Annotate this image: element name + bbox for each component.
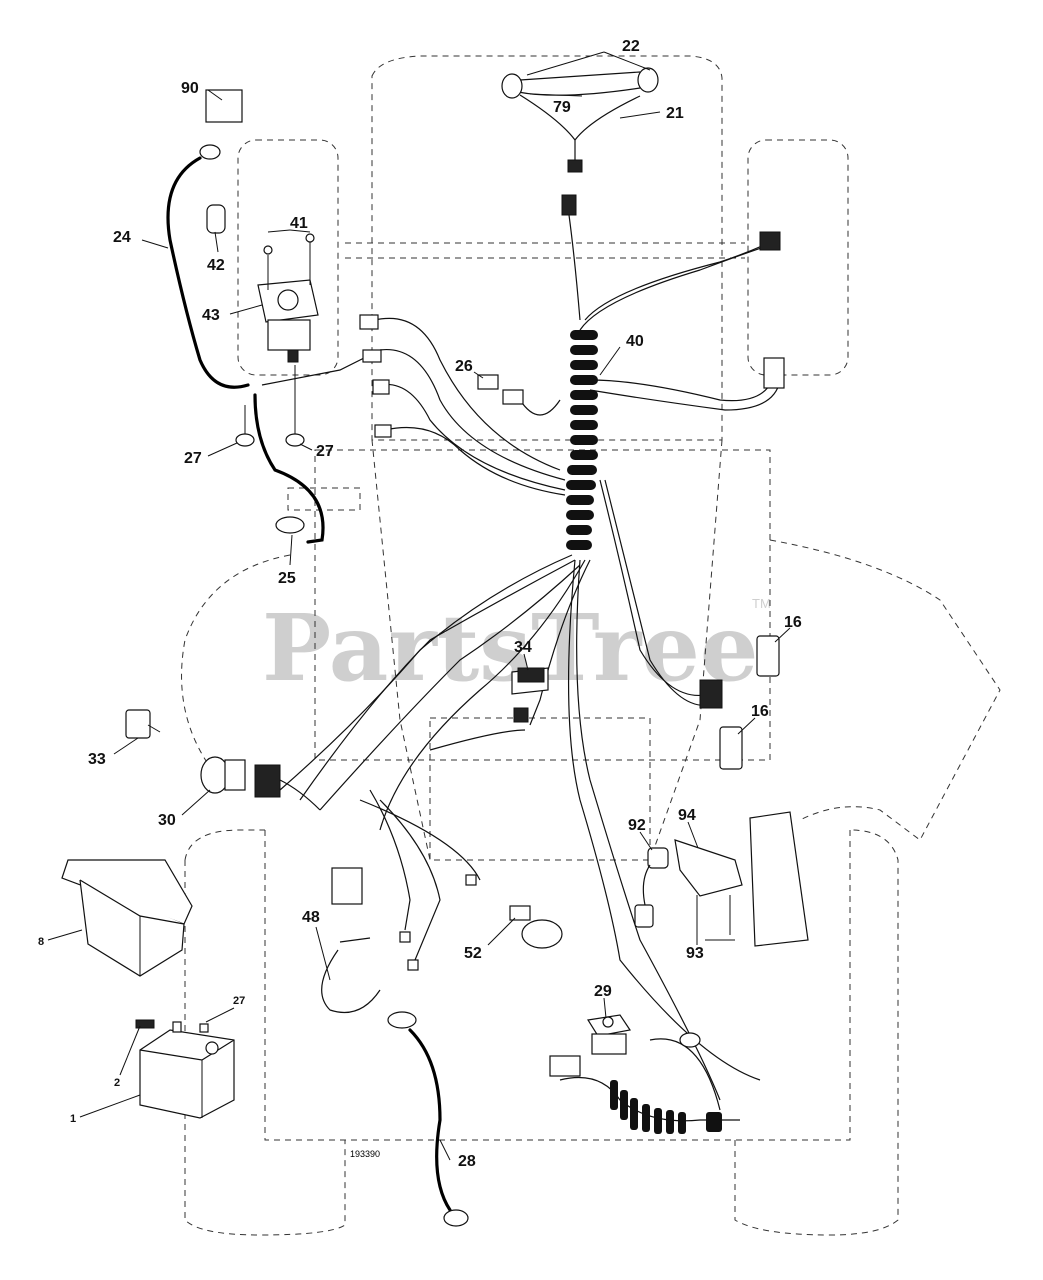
solenoid-43: [235, 233, 319, 447]
callout-16-lower: 16: [751, 703, 769, 720]
headlight-harness: [501, 67, 659, 321]
cable-28: [387, 1011, 469, 1227]
callout-25: 25: [278, 570, 296, 587]
bracket-94: [674, 811, 809, 947]
ignition-switch-30: [200, 756, 321, 811]
callout-42: 42: [207, 257, 225, 274]
battery-1: [135, 1019, 235, 1119]
callout-28: 28: [458, 1153, 476, 1170]
wire-48: [321, 937, 381, 1014]
main-harness-40: [279, 231, 785, 1101]
callout-1: 1: [70, 1113, 76, 1125]
callout-2: 2: [114, 1077, 120, 1089]
callout-41: 41: [290, 215, 308, 232]
callout-93: 93: [686, 945, 704, 962]
callout-27-battery: 27: [233, 995, 245, 1007]
callout-48: 48: [302, 909, 320, 926]
callout-24: 24: [113, 229, 131, 246]
bulb-52: [509, 905, 563, 949]
watermark: PartsTree: [262, 594, 758, 702]
callout-90: 90: [181, 80, 199, 97]
switch-34: [511, 667, 549, 695]
tractor-outline: [181, 55, 1001, 1236]
switch-29: [549, 1014, 740, 1134]
callout-labels: 22 79 21 90 41 24 42 43 26 40 27 27 25 1…: [38, 38, 802, 1170]
callout-8: 8: [38, 936, 44, 948]
callout-22: 22: [622, 38, 640, 55]
callout-94: 94: [678, 807, 696, 824]
callout-leaders: [47, 51, 791, 1161]
callout-43: 43: [202, 307, 220, 324]
callout-79: 79: [553, 99, 571, 116]
callout-29: 29: [594, 983, 612, 1000]
callout-52: 52: [464, 945, 482, 962]
callout-26: 26: [455, 358, 473, 375]
key-33: [125, 709, 161, 739]
battery-box-8: [61, 859, 193, 977]
callout-21: 21: [666, 105, 684, 122]
callout-33: 33: [88, 751, 106, 768]
callout-92: 92: [628, 817, 646, 834]
callout-40: 40: [626, 333, 644, 350]
callout-30: 30: [158, 812, 176, 829]
connector-92: [634, 847, 669, 928]
callout-27-mid: 27: [316, 443, 334, 460]
drawing-number: 193390: [350, 1149, 380, 1159]
callout-27-left: 27: [184, 450, 202, 467]
watermark-tm: TM: [752, 596, 771, 611]
relay-16-lower: [719, 726, 743, 770]
battery-cable-24: [166, 89, 381, 544]
callout-16-upper: 16: [784, 614, 802, 631]
callout-34: 34: [514, 639, 532, 656]
relay-16-upper: [756, 635, 780, 677]
